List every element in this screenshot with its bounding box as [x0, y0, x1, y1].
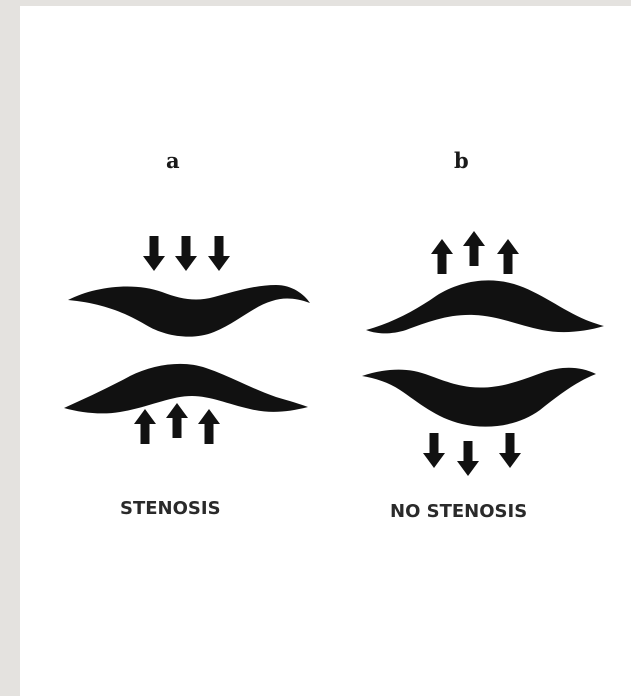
arrow-down-icon	[175, 236, 197, 271]
panel-b-top-arrows	[431, 231, 519, 274]
arrow-down-icon	[143, 236, 165, 271]
arrow-up-icon	[166, 403, 188, 438]
arrow-up-icon	[497, 239, 519, 274]
panel-a-top-arrows	[143, 236, 230, 271]
arrow-up-icon	[431, 239, 453, 274]
arrow-down-icon	[457, 441, 479, 476]
panel-b-caption: NO STENOSIS	[390, 501, 527, 522]
arrow-up-icon	[463, 231, 485, 266]
panel-a-caption: STENOSIS	[120, 498, 221, 519]
arrow-down-icon	[499, 433, 521, 468]
panel-a-letter: a	[166, 148, 180, 173]
panel-b-letter: b	[454, 148, 469, 173]
panel-a-lower-wall	[64, 364, 308, 414]
panel-a-bottom-arrows	[134, 403, 220, 444]
arrow-down-icon	[208, 236, 230, 271]
arrow-up-icon	[134, 409, 156, 444]
panel-b-lower-wall	[362, 368, 596, 427]
arrow-down-icon	[423, 433, 445, 468]
panel-b-upper-wall	[366, 280, 604, 333]
panel-a-upper-wall	[68, 285, 310, 337]
panel-b-bottom-arrows	[423, 433, 521, 476]
arrow-up-icon	[198, 409, 220, 444]
panel-a: a STENOSIS	[64, 148, 310, 519]
panel-b: b NO STENOSIS	[362, 148, 604, 522]
